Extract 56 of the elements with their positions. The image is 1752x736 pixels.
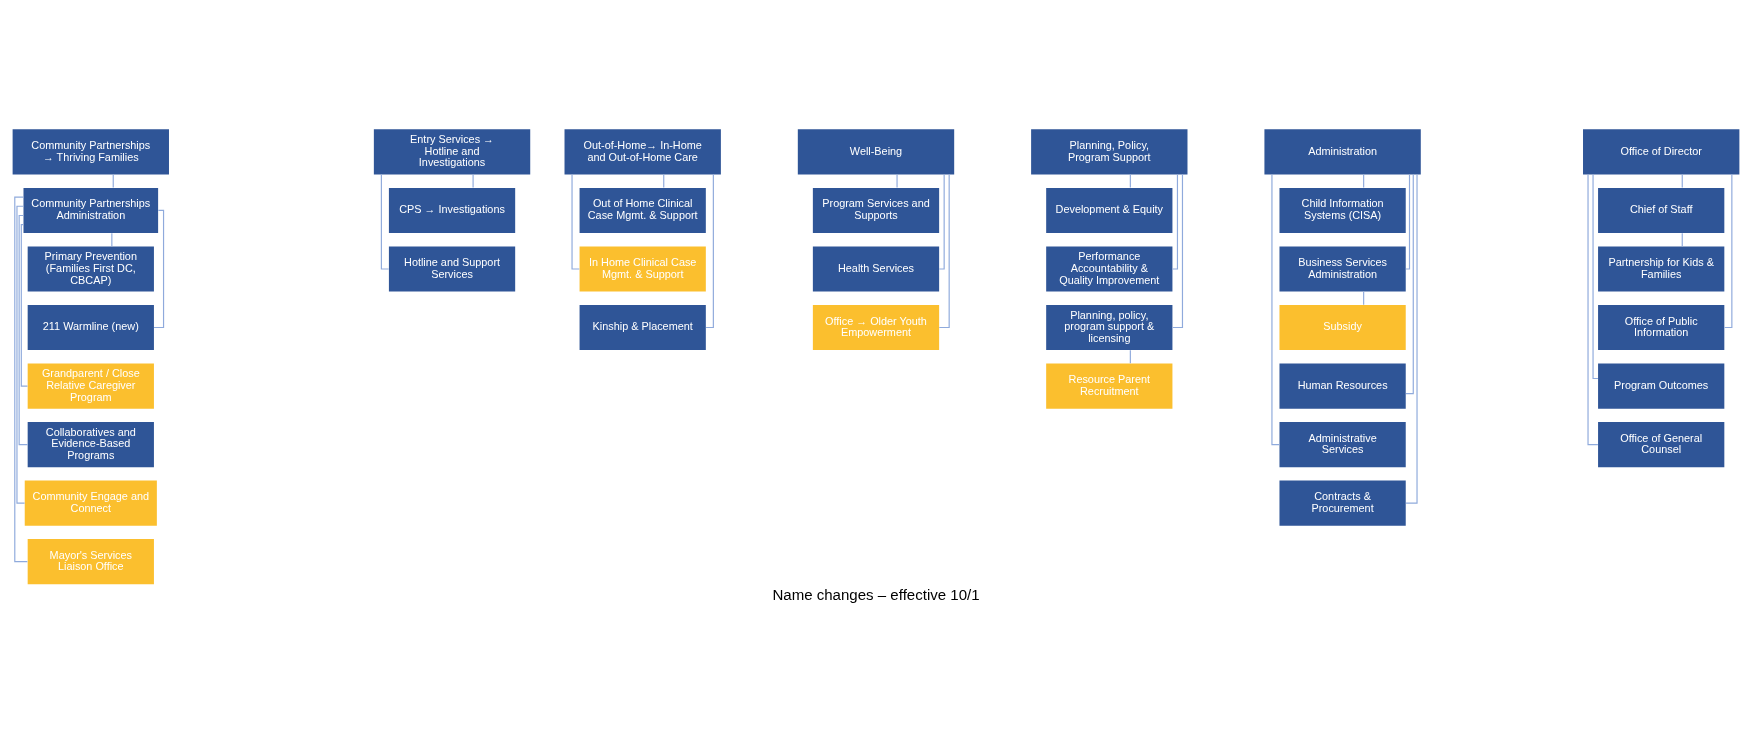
node-box: Office → Older Youth Empowerment: [812, 304, 940, 350]
connector: [1405, 173, 1414, 394]
node-box: Office of Director: [1583, 128, 1740, 174]
connector: [1405, 173, 1411, 270]
connector: [1171, 173, 1179, 270]
node-box: Primary Prevention (Families First DC, CBCAP): [27, 245, 154, 292]
node-box: Resource Parent Recruitment: [1046, 363, 1173, 409]
node-box: Collaboratives and Evidence-Based Programs: [27, 421, 154, 467]
node-box: Office of Public Information: [1598, 304, 1725, 350]
node-box: Business Services Administration: [1279, 245, 1406, 292]
node-box: Mayor's Services Liaison Office: [27, 538, 154, 584]
connector: [938, 173, 945, 270]
node-box: Administrative Services: [1279, 421, 1406, 467]
node-box: Administration: [1264, 128, 1421, 174]
connector: [16, 205, 26, 504]
node-box: Entry Services → Hotline and Investigations: [373, 128, 531, 174]
node-box: Child Information Systems (CISA): [1279, 187, 1406, 233]
connector: [1405, 173, 1418, 504]
node-box: Human Resources: [1279, 363, 1406, 409]
node-box: Program Outcomes: [1598, 363, 1725, 409]
connector: [153, 209, 165, 328]
node-box: Development & Equity: [1046, 187, 1173, 233]
node-box: Program Services and Supports: [812, 187, 940, 233]
connector: [14, 196, 28, 562]
connector: [380, 173, 390, 270]
connector: [472, 173, 474, 188]
node-box: Community Partnerships → Thriving Families: [12, 128, 169, 174]
node-box: Grandparent / Close Relative Caregiver Program: [27, 363, 154, 409]
node-box: Well-Being: [797, 128, 955, 174]
node-box: Kinship & Placement: [579, 304, 706, 350]
node-box: Out of Home Clinical Case Mgmt. & Support: [579, 187, 706, 233]
node-box: CPS → Investigations: [388, 187, 516, 233]
connector: [1172, 173, 1184, 328]
connector: [705, 173, 714, 328]
node-box: Planning, policy, program support & licensing: [1046, 304, 1173, 350]
node-box: Planning, Policy, Program Support: [1031, 128, 1188, 174]
node-box: Office of General Counsel: [1598, 421, 1725, 467]
connector: [18, 214, 29, 445]
caption: Name changes – effective 10/1: [772, 585, 980, 603]
node-box: In Home Clinical Case Mgmt. & Support: [579, 245, 706, 292]
connector: [1587, 173, 1599, 445]
node-box: Subsidy: [1279, 304, 1406, 350]
connector: [896, 173, 898, 188]
node-box: Community Partnerships Administration: [23, 187, 159, 233]
connector: [20, 223, 29, 387]
connector: [938, 173, 950, 328]
node-box: Out-of-Home→ In-Home and Out-of-Home Care: [564, 128, 721, 174]
node-box: Partnership for Kids & Families: [1598, 245, 1725, 292]
node-box: Contracts & Procurement: [1279, 480, 1406, 526]
node-box: Community Engage and Connect: [24, 480, 157, 526]
connector: [1592, 173, 1599, 379]
node-box: Performance Accountability & Quality Improvement: [1046, 245, 1173, 292]
node-box: Hotline and Support Services: [388, 245, 516, 292]
node-box: Chief of Staff: [1598, 187, 1725, 233]
node-box: 211 Warmline (new): [27, 304, 154, 350]
node-box: Health Services: [812, 245, 940, 292]
